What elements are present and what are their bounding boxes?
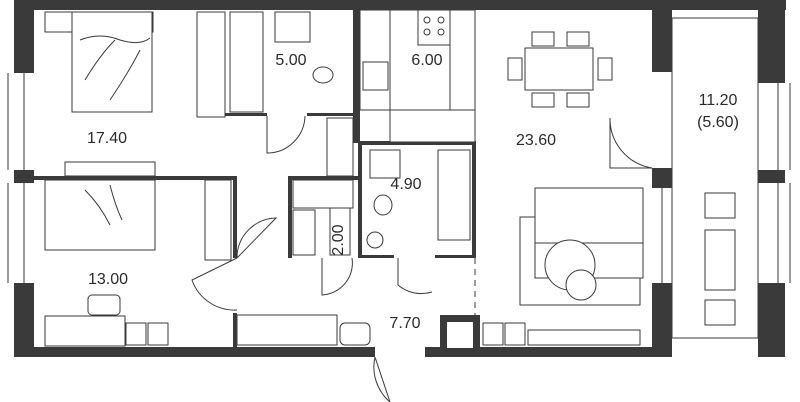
single-bed [44,179,156,251]
chair [87,294,121,316]
tv-stand [527,329,641,346]
bathtub-2 [437,149,471,241]
dresser [64,161,156,177]
washing-machine [366,231,384,249]
wardrobe-3 [204,179,232,261]
area-hallway: 7.70 [389,315,420,332]
balcony-lounger [704,229,736,291]
outer-walls [14,0,786,357]
room-labels: 17.40 5.00 6.00 23.60 11.20 (5.60) 4.90 … [87,52,739,332]
balcony-chair-2 [704,299,736,326]
area-balcony-reduced: (5.60) [697,114,739,131]
wardrobe-2 [326,117,354,177]
double-bed [71,11,153,113]
balcony-chair-1 [704,192,736,219]
area-bedroom-small: 13.00 [88,271,128,288]
desk [44,315,126,347]
stove [417,9,451,46]
kitchen-sink [362,61,389,91]
area-living-room: 23.60 [516,132,556,149]
sink-2 [369,149,401,179]
area-bathroom-2: 4.90 [390,176,421,193]
furniture [44,9,736,347]
area-bathroom-1: 5.00 [275,52,306,69]
hall-wardrobe [236,314,338,346]
toilet-2 [373,194,393,216]
bathtub-1 [229,11,264,113]
shoe-basket [339,322,371,346]
closet-rack [292,179,354,209]
area-kitchen: 6.00 [411,52,442,69]
area-closet: 2.00 [330,224,347,255]
sink-1 [274,11,311,43]
area-bedroom-large: 17.40 [87,130,127,147]
area-balcony: 11.20 [699,92,738,109]
interior-walls [34,10,476,347]
wardrobe-1 [196,11,226,118]
doors [191,115,653,402]
pouf [565,269,597,301]
toilet-1 [312,66,334,84]
dining-table [524,47,594,91]
